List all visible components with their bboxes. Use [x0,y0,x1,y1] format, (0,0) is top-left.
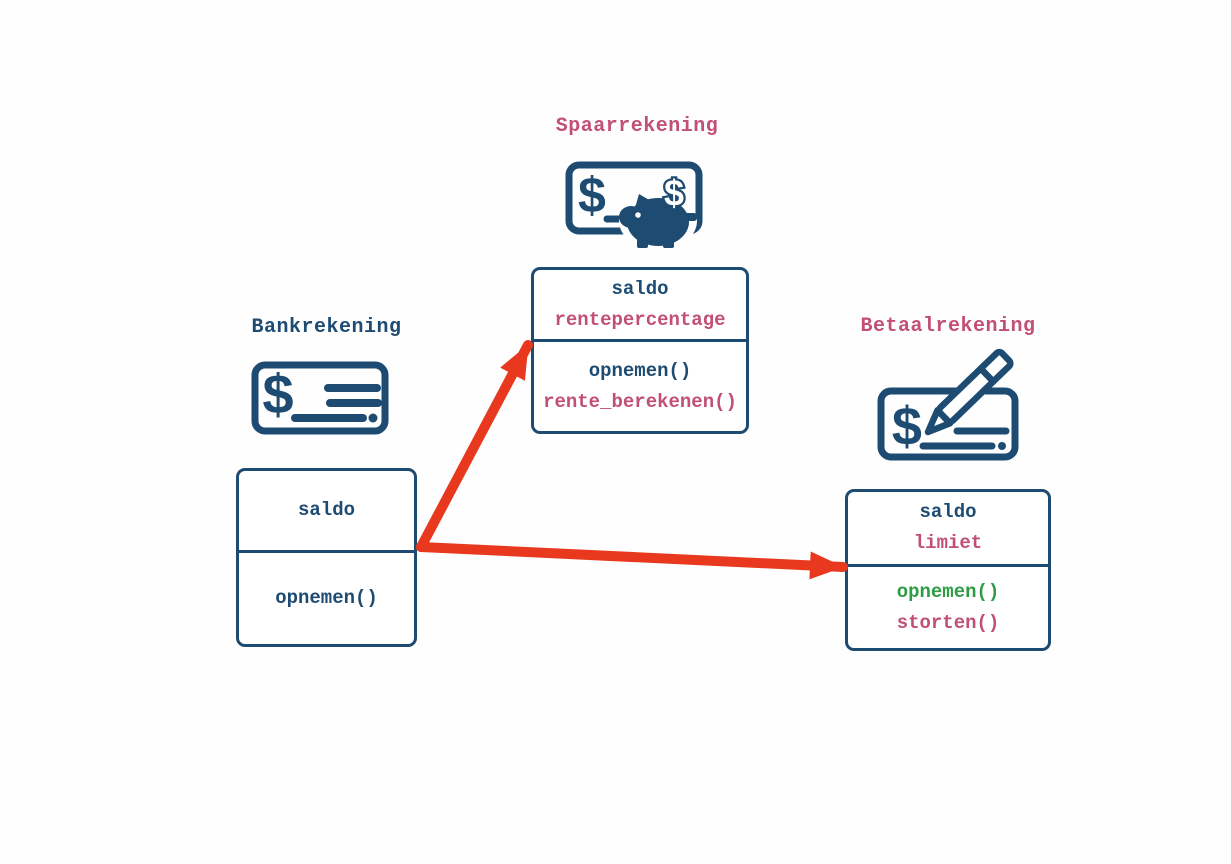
methods-compartment: opnemen() rente_berekenen() [534,342,746,431]
dollar-glyph: $ [577,171,607,228]
class-title-spaarrekening: Spaarrekening [555,115,719,138]
attribute-row: limiet [913,532,983,554]
class-card-bankrekening: saldo opnemen() [236,468,417,647]
method-row: rente_berekenen() [543,390,737,413]
attribute-row: saldo [297,499,355,521]
methods-compartment: opnemen() storten() [848,567,1048,648]
method-row: opnemen() [896,580,1000,603]
attribute-row: saldo [919,501,977,523]
inheritance-arrow-to-spaarrekening [416,340,533,552]
piggy-bank-money-icon: $ $ [565,161,711,251]
methods-compartment: opnemen() [239,553,414,644]
class-card-betaalrekening: saldo limiet opnemen() storten() [845,489,1051,651]
attributes-compartment: saldo [239,471,414,553]
class-title-betaalrekening: Betaalrekening [860,315,1036,338]
inheritance-arrow-to-betaalrekening [416,542,848,580]
method-row: storten() [896,611,1000,634]
check-pen-icon: $ [877,340,1019,464]
dollar-glyph: $ [261,366,295,430]
method-row: opnemen() [275,587,378,609]
dollar-coin-glyph: $ [663,175,685,216]
attributes-compartment: saldo limiet [848,492,1048,567]
class-title-bankrekening: Bankrekening [251,316,402,339]
attribute-row: saldo [611,277,669,300]
method-row: opnemen() [588,359,692,382]
attributes-compartment: saldo rentepercentage [534,270,746,342]
dollar-glyph: $ [891,400,923,461]
money-check-icon: $ [251,361,389,435]
attribute-row: rentepercentage [554,308,726,331]
class-card-spaarrekening: saldo rentepercentage opnemen() rente_be… [531,267,749,434]
